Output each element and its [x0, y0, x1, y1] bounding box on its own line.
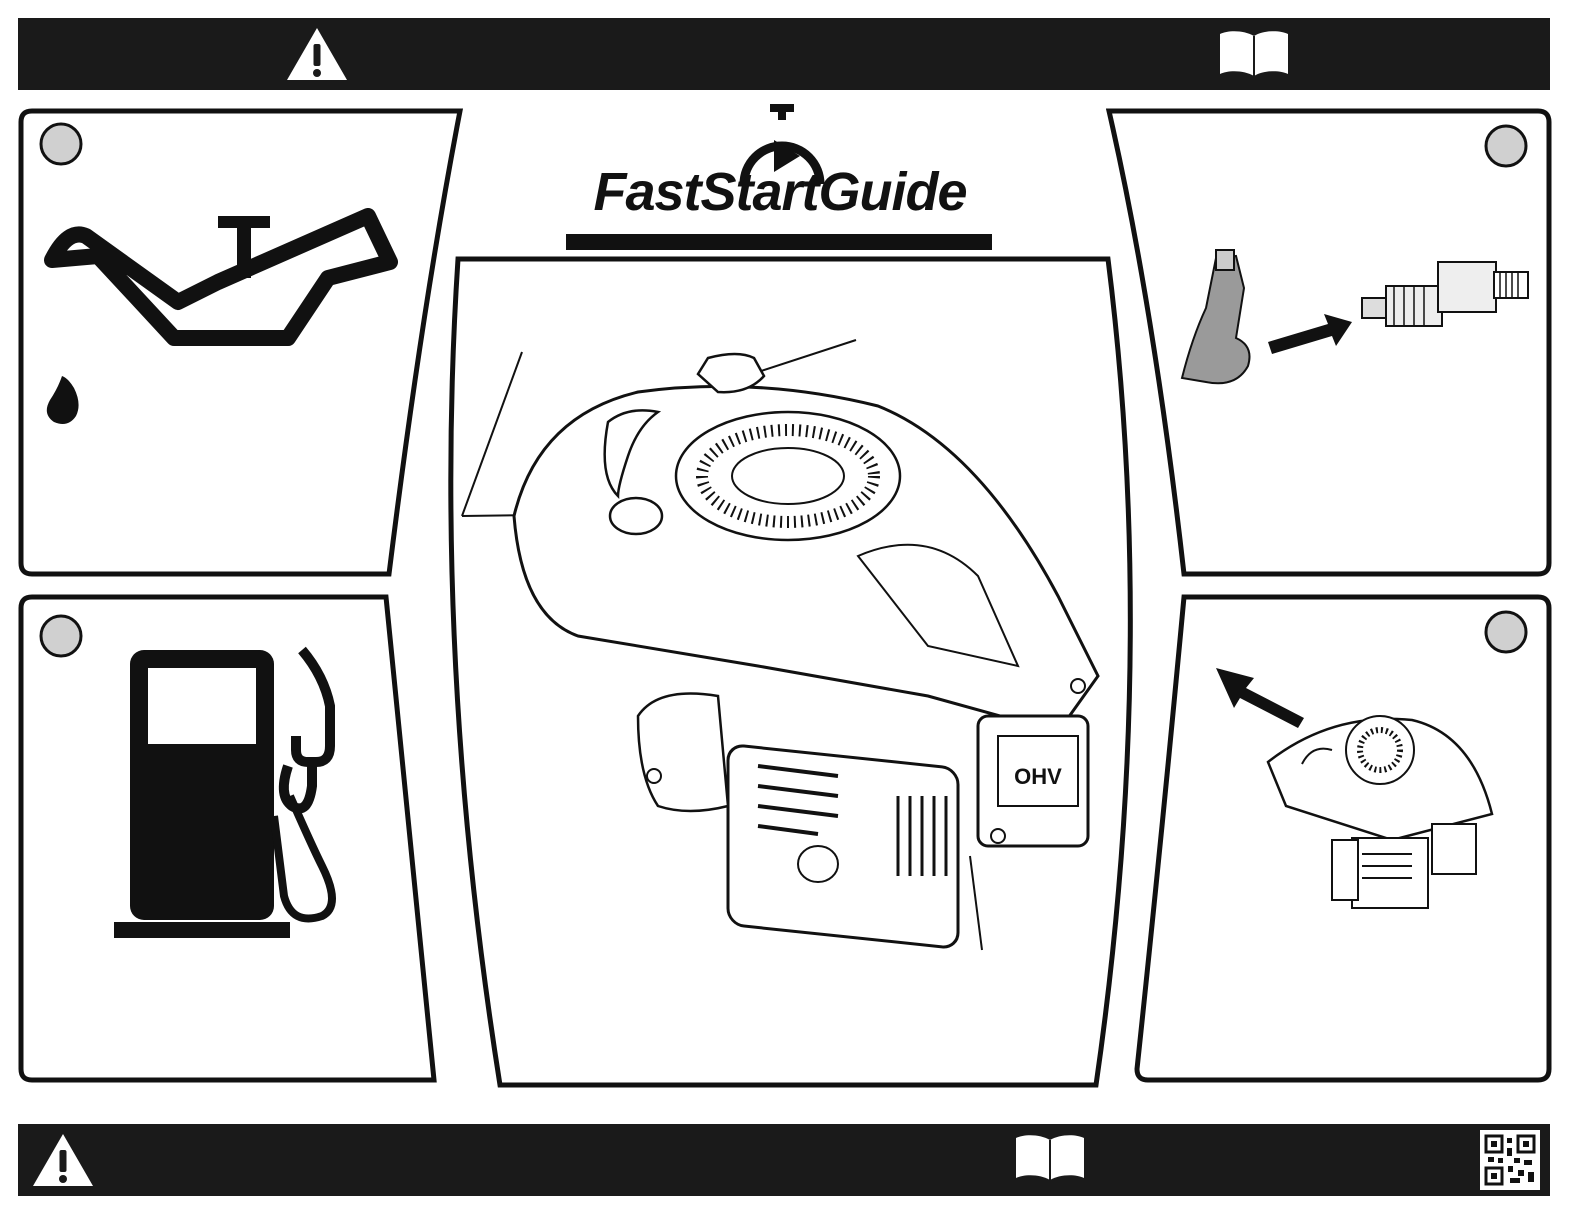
spark-plug-icon [1176, 248, 1546, 398]
panel-fuel [18, 594, 438, 1088]
panel-spark-plug [1106, 108, 1552, 582]
ohv-badge: OHV [1014, 764, 1062, 789]
title-block: FastStartGuide [560, 100, 1000, 260]
panel-engine: OHV [418, 256, 1166, 1088]
step-circle [1486, 126, 1526, 166]
top-warning-bar [18, 18, 1550, 90]
warning-icon [284, 24, 350, 84]
step-circle [1486, 612, 1526, 652]
panel-oil [18, 108, 464, 582]
page-title: FastStartGuide [560, 162, 1000, 222]
step-circle [41, 124, 81, 164]
fuel-pump-icon [112, 646, 372, 946]
warning-icon [30, 1130, 96, 1190]
oil-can-icon [38, 208, 398, 438]
engine-pull-cord-icon [1212, 664, 1532, 944]
manual-book-icon [1216, 28, 1292, 80]
engine-illustration: OHV [458, 336, 1138, 956]
bottom-warning-bar [18, 1124, 1550, 1196]
step-circle [41, 616, 81, 656]
qr-code-icon [1480, 1130, 1540, 1190]
title-underline [566, 234, 992, 250]
manual-book-icon [1012, 1132, 1088, 1184]
panel-pull-start [1134, 594, 1552, 1088]
